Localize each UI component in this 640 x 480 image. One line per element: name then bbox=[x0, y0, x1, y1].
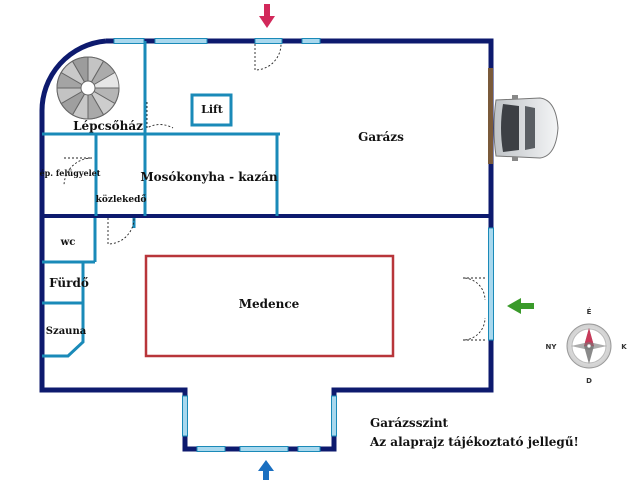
outer-windows bbox=[113, 38, 494, 452]
room-label-stairs: Lépcsőház bbox=[73, 119, 143, 133]
inner-walls bbox=[42, 41, 280, 358]
main-divider-wall bbox=[42, 214, 491, 218]
entry-arrow-bottom-icon bbox=[258, 460, 274, 480]
door-swings bbox=[63, 43, 486, 341]
room-label-caretaker: ép. felügyelet bbox=[40, 168, 101, 178]
room-label-garage: Garázs bbox=[358, 130, 404, 144]
disclaimer-caption: Az alaprajz tájékoztató jellegű! bbox=[369, 435, 579, 449]
room-label-wc: wc bbox=[60, 237, 76, 248]
room-label-corridor: közlekedő bbox=[96, 194, 147, 205]
compass-west-label: NY bbox=[546, 343, 558, 351]
spiral-staircase bbox=[56, 56, 120, 120]
garage-door bbox=[488, 68, 493, 164]
room-label-lift: Lift bbox=[201, 103, 224, 116]
level-caption: Garázsszint bbox=[370, 416, 449, 430]
entry-arrow-top-icon bbox=[259, 4, 275, 28]
compass-south-label: D bbox=[586, 377, 592, 385]
room-label-sauna: Szauna bbox=[46, 326, 87, 337]
compass-east-label: K bbox=[621, 343, 627, 351]
car-icon bbox=[493, 95, 559, 161]
compass-north-label: É bbox=[587, 307, 592, 316]
compass-icon bbox=[566, 323, 612, 369]
room-label-laundry-boiler: Mosókonyha - kazán bbox=[140, 170, 278, 184]
room-label-pool: Medence bbox=[239, 297, 300, 311]
room-label-bathroom: Fürdő bbox=[49, 276, 89, 290]
pool-outline bbox=[144, 254, 395, 358]
entry-arrow-right-icon bbox=[507, 298, 534, 314]
